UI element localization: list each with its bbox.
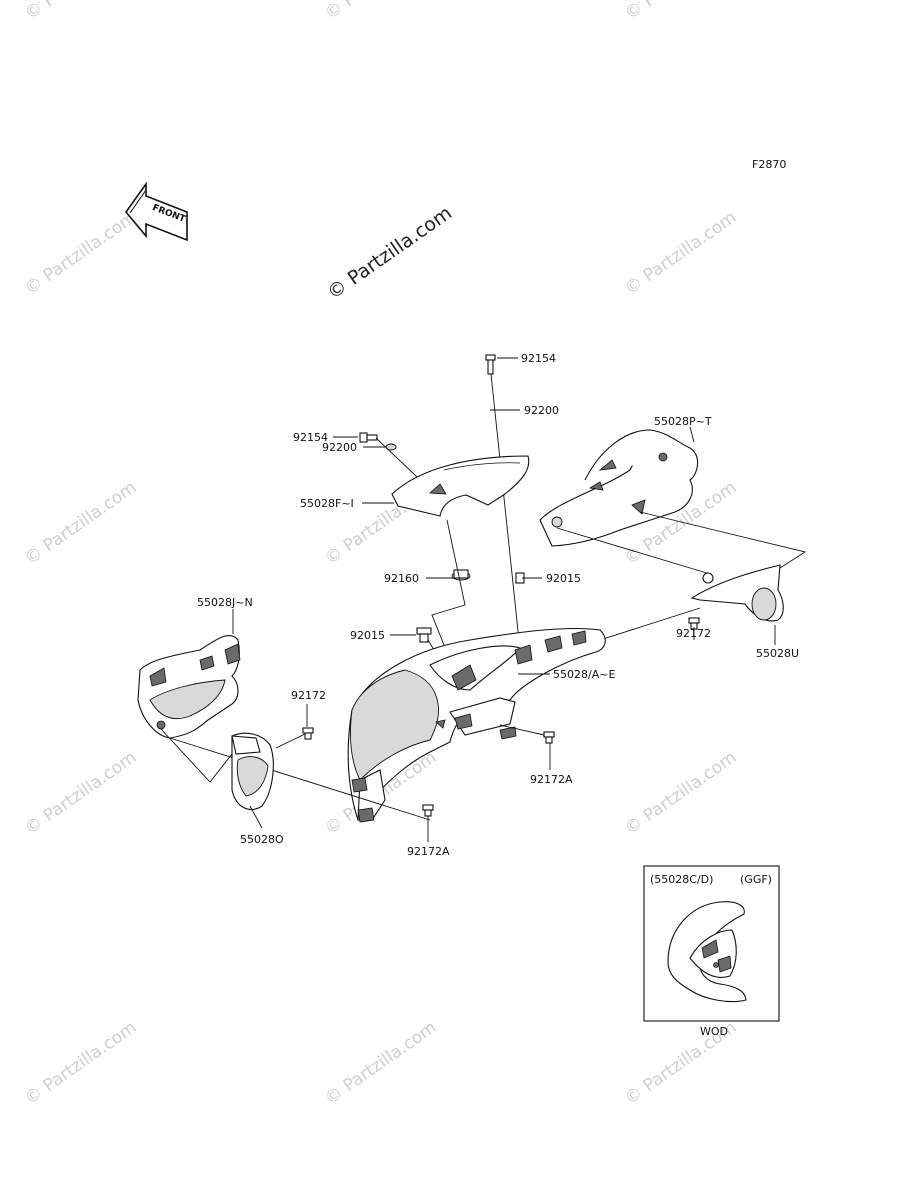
label-55028A: 55028/A~E: [553, 668, 615, 681]
label-55028F: 55028F~I: [300, 497, 354, 510]
watermark: © Partzilla.com: [321, 0, 440, 24]
label-92172-left: 92172: [291, 689, 326, 702]
screw-92172A-right: [543, 731, 555, 744]
watermark: © Partzilla.com: [21, 0, 140, 24]
label-92015-left: 92015: [350, 629, 385, 642]
label-92015-right: 92015: [546, 572, 581, 585]
watermark: © Partzilla.com: [621, 207, 740, 299]
watermark: © Partzilla.com: [21, 747, 140, 839]
screw-92015-left: [416, 627, 432, 643]
label-92172A-right: 92172A: [530, 773, 573, 786]
screw-92154-top: [485, 354, 496, 375]
label-92200-top: 92200: [524, 404, 559, 417]
label-92154-top: 92154: [521, 352, 556, 365]
label-55028P: 55028P~T: [654, 415, 712, 428]
label-92154-left: 92154: [293, 431, 328, 444]
upper-cover-55028F: [391, 455, 530, 517]
label-55028U: 55028U: [756, 647, 799, 660]
label-92200-left: 92200: [322, 441, 357, 454]
callout-leaders: [232, 357, 776, 842]
callout-labels: 92154 92200 92154 92200 55028F~I 55028P~…: [197, 352, 799, 858]
watermark: © Partzilla.com: [21, 477, 140, 569]
upper-cowl-55028A: [347, 627, 606, 823]
watermark-layer: © Partzilla.com © Partzilla.com © Partzi…: [21, 0, 740, 1109]
side-cover-55028O: [231, 732, 274, 810]
front-arrow: FRONT: [124, 181, 188, 242]
side-cover-55028P: [539, 429, 699, 547]
inset-header-right: (GGF): [740, 873, 772, 886]
screw-92172A-bottom: [422, 804, 434, 817]
watermark: © Partzilla.com: [621, 0, 740, 24]
side-cover-55028U: [690, 564, 784, 622]
label-55028J: 55028J~N: [197, 596, 253, 609]
label-92160: 92160: [384, 572, 419, 585]
watermark: © Partzilla.com: [21, 1017, 140, 1109]
watermark: © Partzilla.com: [321, 1017, 440, 1109]
screw-92154-left: [359, 432, 378, 443]
side-cover-55028J: [137, 635, 241, 739]
label-55028O: 55028O: [240, 833, 284, 846]
watermark-main: © Partzilla.com: [323, 202, 456, 304]
watermark: © Partzilla.com: [621, 747, 740, 839]
label-92172A-bottom: 92172A: [407, 845, 450, 858]
screw-92172-left: [302, 727, 314, 740]
watermark: © Partzilla.com: [21, 207, 140, 299]
inset-header-left: (55028C/D): [650, 873, 713, 886]
inset-cowl-illustration: [667, 901, 747, 1003]
figure-code: F2870: [752, 158, 786, 171]
grommet-92160: [451, 569, 471, 581]
inset-footer: WOD: [700, 1025, 728, 1038]
inset-box: (55028C/D) (GGF) WOD: [643, 865, 780, 1038]
label-92172-right: 92172: [676, 627, 711, 640]
